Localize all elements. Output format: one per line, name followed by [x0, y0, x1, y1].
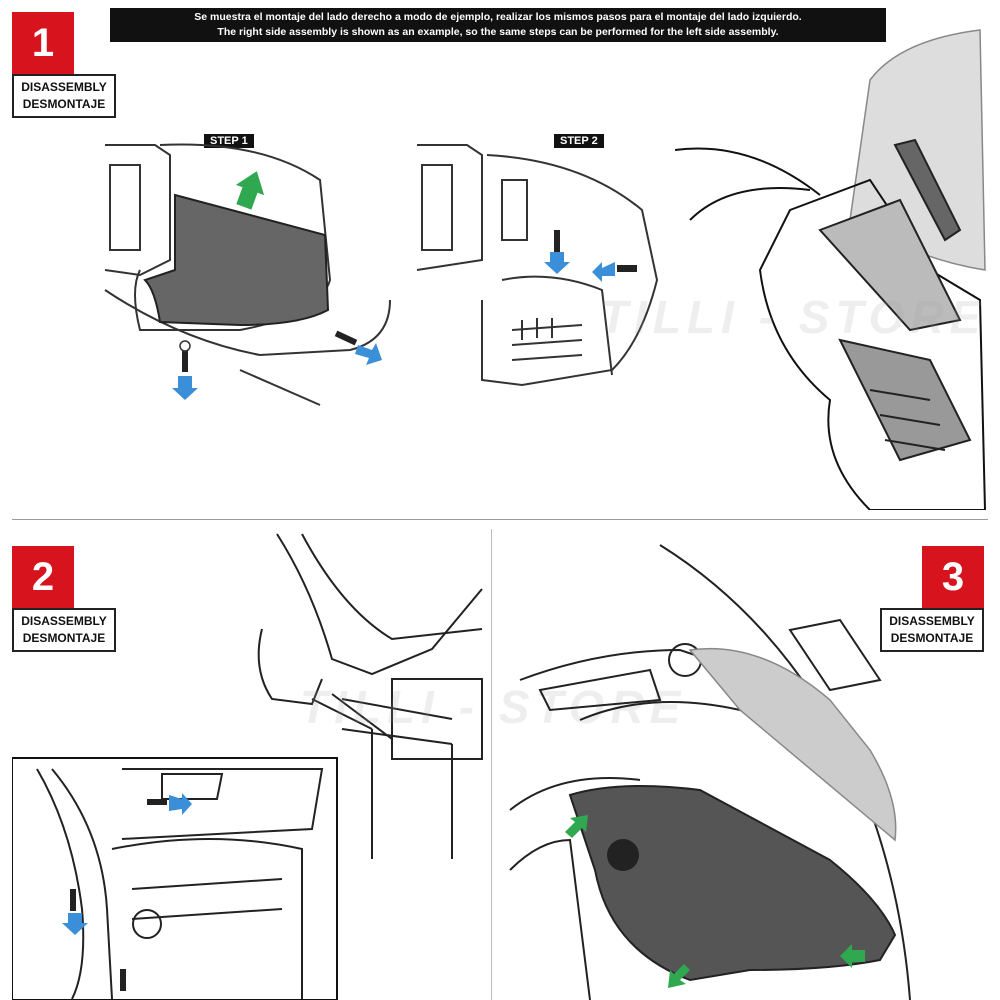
screw-icon — [617, 265, 637, 272]
detail-inset — [12, 757, 338, 1000]
instruction-notice: Se muestra el montaje del lado derecho a… — [110, 8, 886, 42]
blue-arrow-icon — [169, 793, 192, 815]
screw-icon — [147, 799, 167, 805]
green-arrow-icon — [668, 964, 690, 988]
disassembly-label-3: DISASSEMBLY DESMONTAJE — [880, 608, 984, 652]
blue-arrow-icon — [592, 262, 615, 282]
disassembly-label-2: DISASSEMBLY DESMONTAJE — [12, 608, 116, 652]
step-number-3: 3 — [922, 546, 984, 608]
motorcycle-front-illustration — [674, 29, 987, 510]
blue-arrow-icon — [355, 343, 382, 365]
screw-icon — [554, 230, 560, 252]
green-arrow-icon — [235, 171, 265, 210]
label-en: DISASSEMBLY — [21, 614, 107, 628]
step-1-illustration — [104, 143, 391, 406]
step-2-illustration — [416, 144, 659, 387]
green-arrow-icon — [565, 815, 588, 838]
section-divider — [12, 519, 988, 520]
screw-icon — [179, 340, 191, 372]
screw-icon — [120, 969, 126, 991]
panel-3-illustration — [509, 544, 911, 1000]
blue-arrow-icon — [62, 913, 88, 935]
screw-icon — [334, 330, 358, 346]
label-en: DISASSEMBLY — [889, 614, 975, 628]
label-en: DISASSEMBLY — [21, 80, 107, 94]
label-es: DESMONTAJE — [890, 631, 974, 645]
label-es: DESMONTAJE — [22, 631, 106, 645]
notice-line-en: The right side assembly is shown as an e… — [217, 26, 779, 38]
panel-divider — [491, 529, 492, 1000]
side-panel-highlight — [568, 785, 897, 982]
step-number-2: 2 — [12, 546, 74, 608]
disassembly-label-1: DISASSEMBLY DESMONTAJE — [12, 74, 116, 118]
notice-line-es: Se muestra el montaje del lado derecho a… — [194, 11, 802, 23]
step-1-tag: STEP 1 — [204, 134, 254, 148]
green-arrow-icon — [840, 944, 865, 968]
step-2-tag: STEP 2 — [554, 134, 604, 148]
screw-icon — [70, 889, 76, 911]
step-number-1: 1 — [12, 12, 74, 74]
blue-arrow-icon — [544, 252, 570, 274]
blue-arrow-icon — [172, 376, 198, 400]
label-es: DESMONTAJE — [22, 97, 106, 111]
watermark-top: TILLI - STORE — [600, 291, 987, 343]
side-panel-highlight — [143, 193, 330, 327]
panel-2-illustration — [12, 533, 483, 1000]
